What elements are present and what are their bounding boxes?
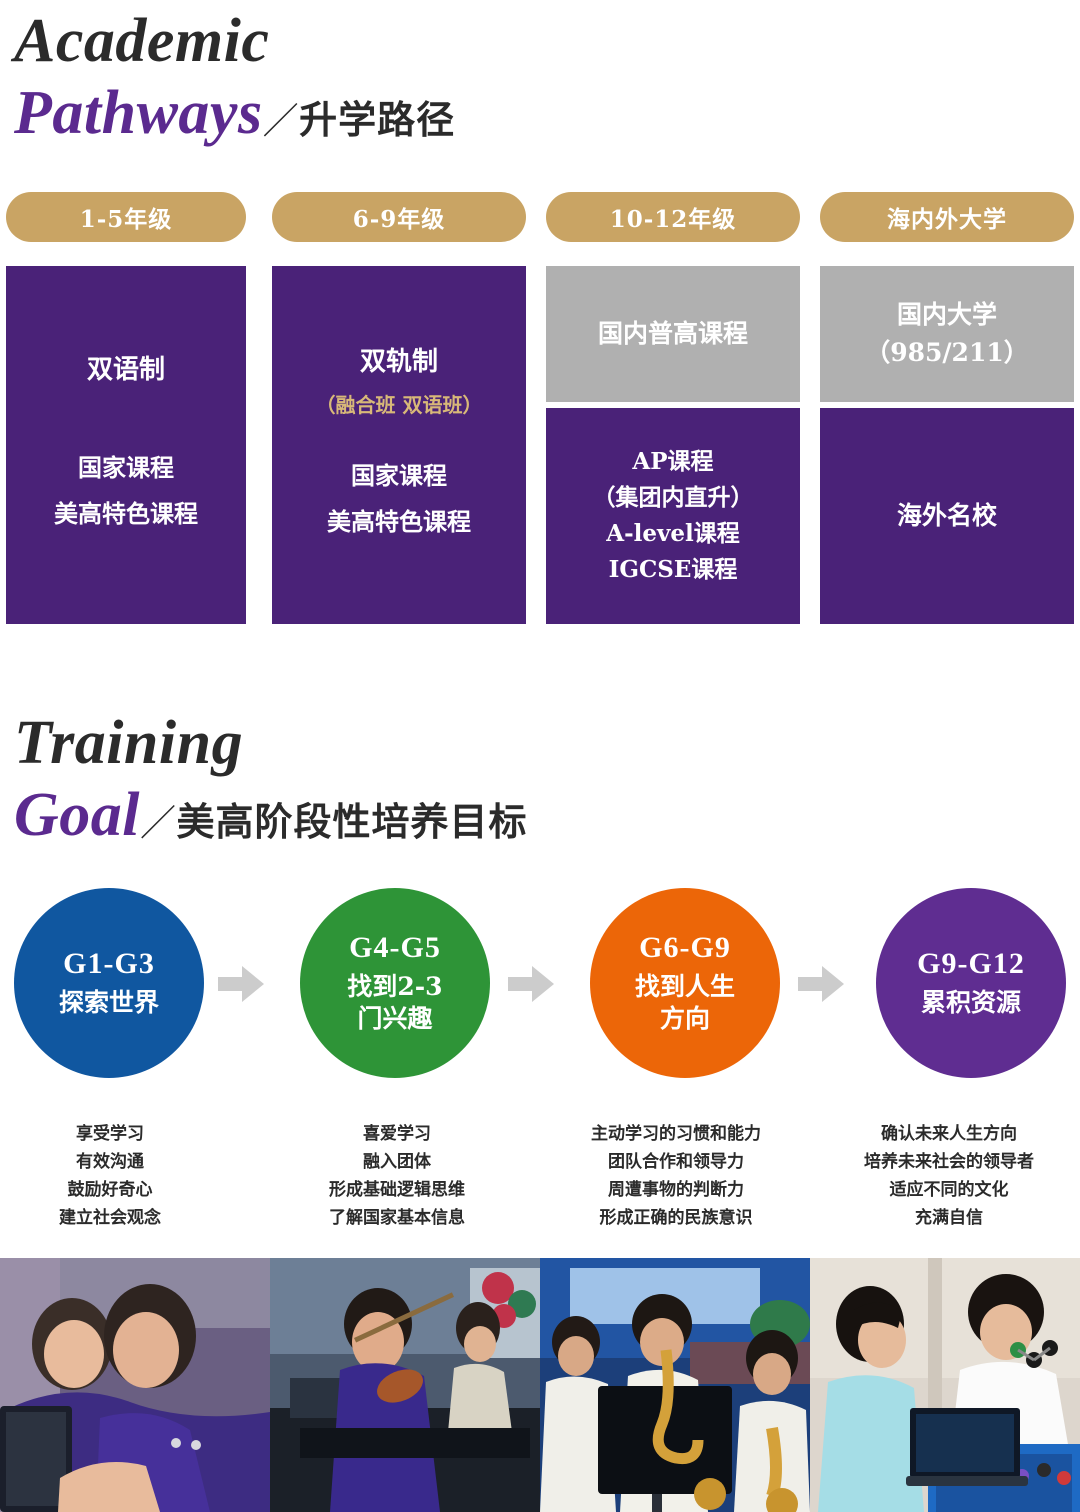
pathway-pill-universities[interactable]: 海内外大学 — [820, 192, 1074, 242]
pathway-body-line-1: AP课程 — [632, 448, 714, 475]
pathway-sub-grades-6-9: （融合班 双语班） — [315, 393, 483, 417]
academic-title-line1: Academic — [14, 7, 270, 75]
stage-goal-line-2: 方向 — [659, 1004, 710, 1033]
pathway-box-grades-10-12[interactable]: AP课程 （集团内直升） A-level课程 IGCSE课程 — [546, 408, 800, 624]
training-title-line1: Training — [14, 709, 244, 777]
photo-two-girls-with-tablet — [0, 1258, 270, 1512]
caption-line: 主动学习的习惯和能力 — [591, 1124, 761, 1144]
pathway-body-line-1: 海外名校 — [896, 501, 997, 530]
pathway-pill-grades-10-12[interactable]: 10-12年级 — [546, 192, 800, 242]
pathway-column-grades-1-5: 1-5年级 双语制 国家课程 美高特色课程 — [6, 192, 246, 624]
caption-group-g9-g12: 确认未来人生方向 培养未来社会的领导者 适应不同的文化 充满自信 — [824, 1120, 1074, 1232]
caption-line: 喜爱学习 — [363, 1124, 431, 1144]
stage-goal-line-1: 找到2-3 — [347, 972, 443, 1001]
caption-line: 鼓励好奇心 — [67, 1180, 153, 1200]
stage-goal-line-2: 门兴趣 — [357, 1004, 433, 1033]
caption-line: 形成基础逻辑思维 — [329, 1180, 465, 1200]
arrow-right-icon-3 — [798, 966, 844, 1002]
stage-grade-label: G1-G3 — [63, 947, 155, 980]
caption-line: 有效沟通 — [76, 1152, 144, 1172]
photo-students-molecular-models-laptop — [810, 1258, 1080, 1512]
pathway-body-line-2: 美高特色课程 — [327, 507, 471, 536]
pathway-pill-grades-6-9[interactable]: 6-9年级 — [272, 192, 526, 242]
stage-circle-g9-g12[interactable]: G9-G12 累积资源 — [876, 888, 1066, 1078]
stage-goal-line-1: 找到人生 — [634, 972, 735, 1001]
academic-pathways-grid: 1-5年级 双语制 国家课程 美高特色课程 6-9年级 双轨制 （融合班 双语班… — [0, 192, 1080, 632]
pathway-body-line-1: 国家课程 — [351, 461, 447, 490]
caption-line: 团队合作和领导力 — [608, 1152, 744, 1172]
pathway-body-line-2: （集团内直升） — [592, 484, 754, 511]
training-title-cn: 美高阶段性培养目标 — [176, 799, 528, 844]
photo-strip — [0, 1258, 1080, 1512]
training-goal-captions: 享受学习 有效沟通 鼓励好奇心 建立社会观念 喜爱学习 融入团体 形成基础逻辑思… — [0, 1120, 1080, 1240]
caption-line: 建立社会观念 — [59, 1208, 161, 1228]
pathway-head-grades-1-5: 双语制 — [86, 355, 165, 385]
academic-title-line2: Pathways — [14, 79, 263, 147]
stage-grade-label: G9-G12 — [917, 947, 1025, 980]
caption-line: 周遭事物的判断力 — [608, 1180, 744, 1200]
photo-boy-playing-violin — [270, 1258, 540, 1512]
pathway-body-line-4: IGCSE课程 — [608, 556, 738, 583]
pathway-box-grades-6-9[interactable]: 双轨制 （融合班 双语班） 国家课程 美高特色课程 — [272, 266, 526, 624]
pathway-body-line-1: 国家课程 — [78, 453, 174, 482]
academic-title-cn: 升学路径 — [299, 97, 456, 142]
caption-line: 确认未来人生方向 — [881, 1124, 1017, 1144]
photo-student-band-saxophone — [540, 1258, 810, 1512]
arrow-right-icon-2 — [508, 966, 554, 1002]
pathway-box-grades-1-5[interactable]: 双语制 国家课程 美高特色课程 — [6, 266, 246, 624]
training-title-line2: Goal — [14, 781, 140, 849]
pathway-column-universities: 海内外大学 国内大学 （985/211） 海外名校 — [820, 192, 1074, 624]
training-title-slash: ／ — [140, 803, 177, 843]
stage-circle-g4-g5[interactable]: G4-G5 找到2-3 门兴趣 — [300, 888, 490, 1078]
academic-title-line2-row: Pathways／升学路径 — [14, 82, 455, 152]
stage-grade-label: G4-G5 — [349, 931, 441, 964]
pathway-column-grades-10-12: 10-12年级 国内普高课程 AP课程 （集团内直升） A-level课程 IG… — [546, 192, 800, 624]
stage-circle-g1-g3[interactable]: G1-G3 探索世界 — [14, 888, 204, 1078]
pathway-body-line-3: A-level课程 — [606, 520, 740, 547]
caption-line: 了解国家基本信息 — [329, 1208, 465, 1228]
pathway-graybox-grades-10-12[interactable]: 国内普高课程 — [546, 266, 800, 402]
pathway-column-grades-6-9: 6-9年级 双轨制 （融合班 双语班） 国家课程 美高特色课程 — [272, 192, 526, 624]
academic-title-slash: ／ — [262, 101, 300, 141]
caption-line: 享受学习 — [76, 1124, 144, 1144]
pathway-graybox-universities[interactable]: 国内大学 （985/211） — [820, 266, 1074, 402]
pathway-body-line-2: 美高特色课程 — [54, 499, 198, 528]
stage-goal-line-1: 探索世界 — [58, 988, 159, 1017]
stage-circle-g6-g9[interactable]: G6-G9 找到人生 方向 — [590, 888, 780, 1078]
pathway-graybox-line-2: （985/211） — [865, 338, 1029, 367]
training-title-line2-row: Goal／美高阶段性培养目标 — [14, 784, 528, 854]
caption-group-g4-g5: 喜爱学习 融入团体 形成基础逻辑思维 了解国家基本信息 — [272, 1120, 522, 1232]
pathway-graybox-line-1: 国内普高课程 — [597, 319, 748, 348]
pathway-pill-grades-1-5[interactable]: 1-5年级 — [6, 192, 246, 242]
stage-goal-line-1: 累积资源 — [920, 988, 1021, 1017]
caption-line: 充满自信 — [915, 1208, 983, 1228]
caption-line: 形成正确的民族意识 — [599, 1208, 753, 1228]
pathway-graybox-line-1: 国内大学 — [896, 300, 997, 329]
stage-grade-label: G6-G9 — [639, 931, 731, 964]
caption-group-g1-g3: 享受学习 有效沟通 鼓励好奇心 建立社会观念 — [4, 1120, 216, 1232]
arrow-right-icon-1 — [218, 966, 264, 1002]
training-goal-stages: G1-G3 探索世界 G4-G5 找到2-3 门兴趣 G6-G9 找到人生 方向… — [0, 888, 1080, 1088]
caption-line: 适应不同的文化 — [889, 1180, 1009, 1200]
caption-line: 培养未来社会的领导者 — [864, 1152, 1034, 1172]
pathway-head-grades-6-9: 双轨制 — [359, 347, 438, 377]
pathway-box-universities[interactable]: 海外名校 — [820, 408, 1074, 624]
caption-group-g6-g9: 主动学习的习惯和能力 团队合作和领导力 周遭事物的判断力 形成正确的民族意识 — [550, 1120, 802, 1232]
caption-line: 融入团体 — [363, 1152, 431, 1172]
